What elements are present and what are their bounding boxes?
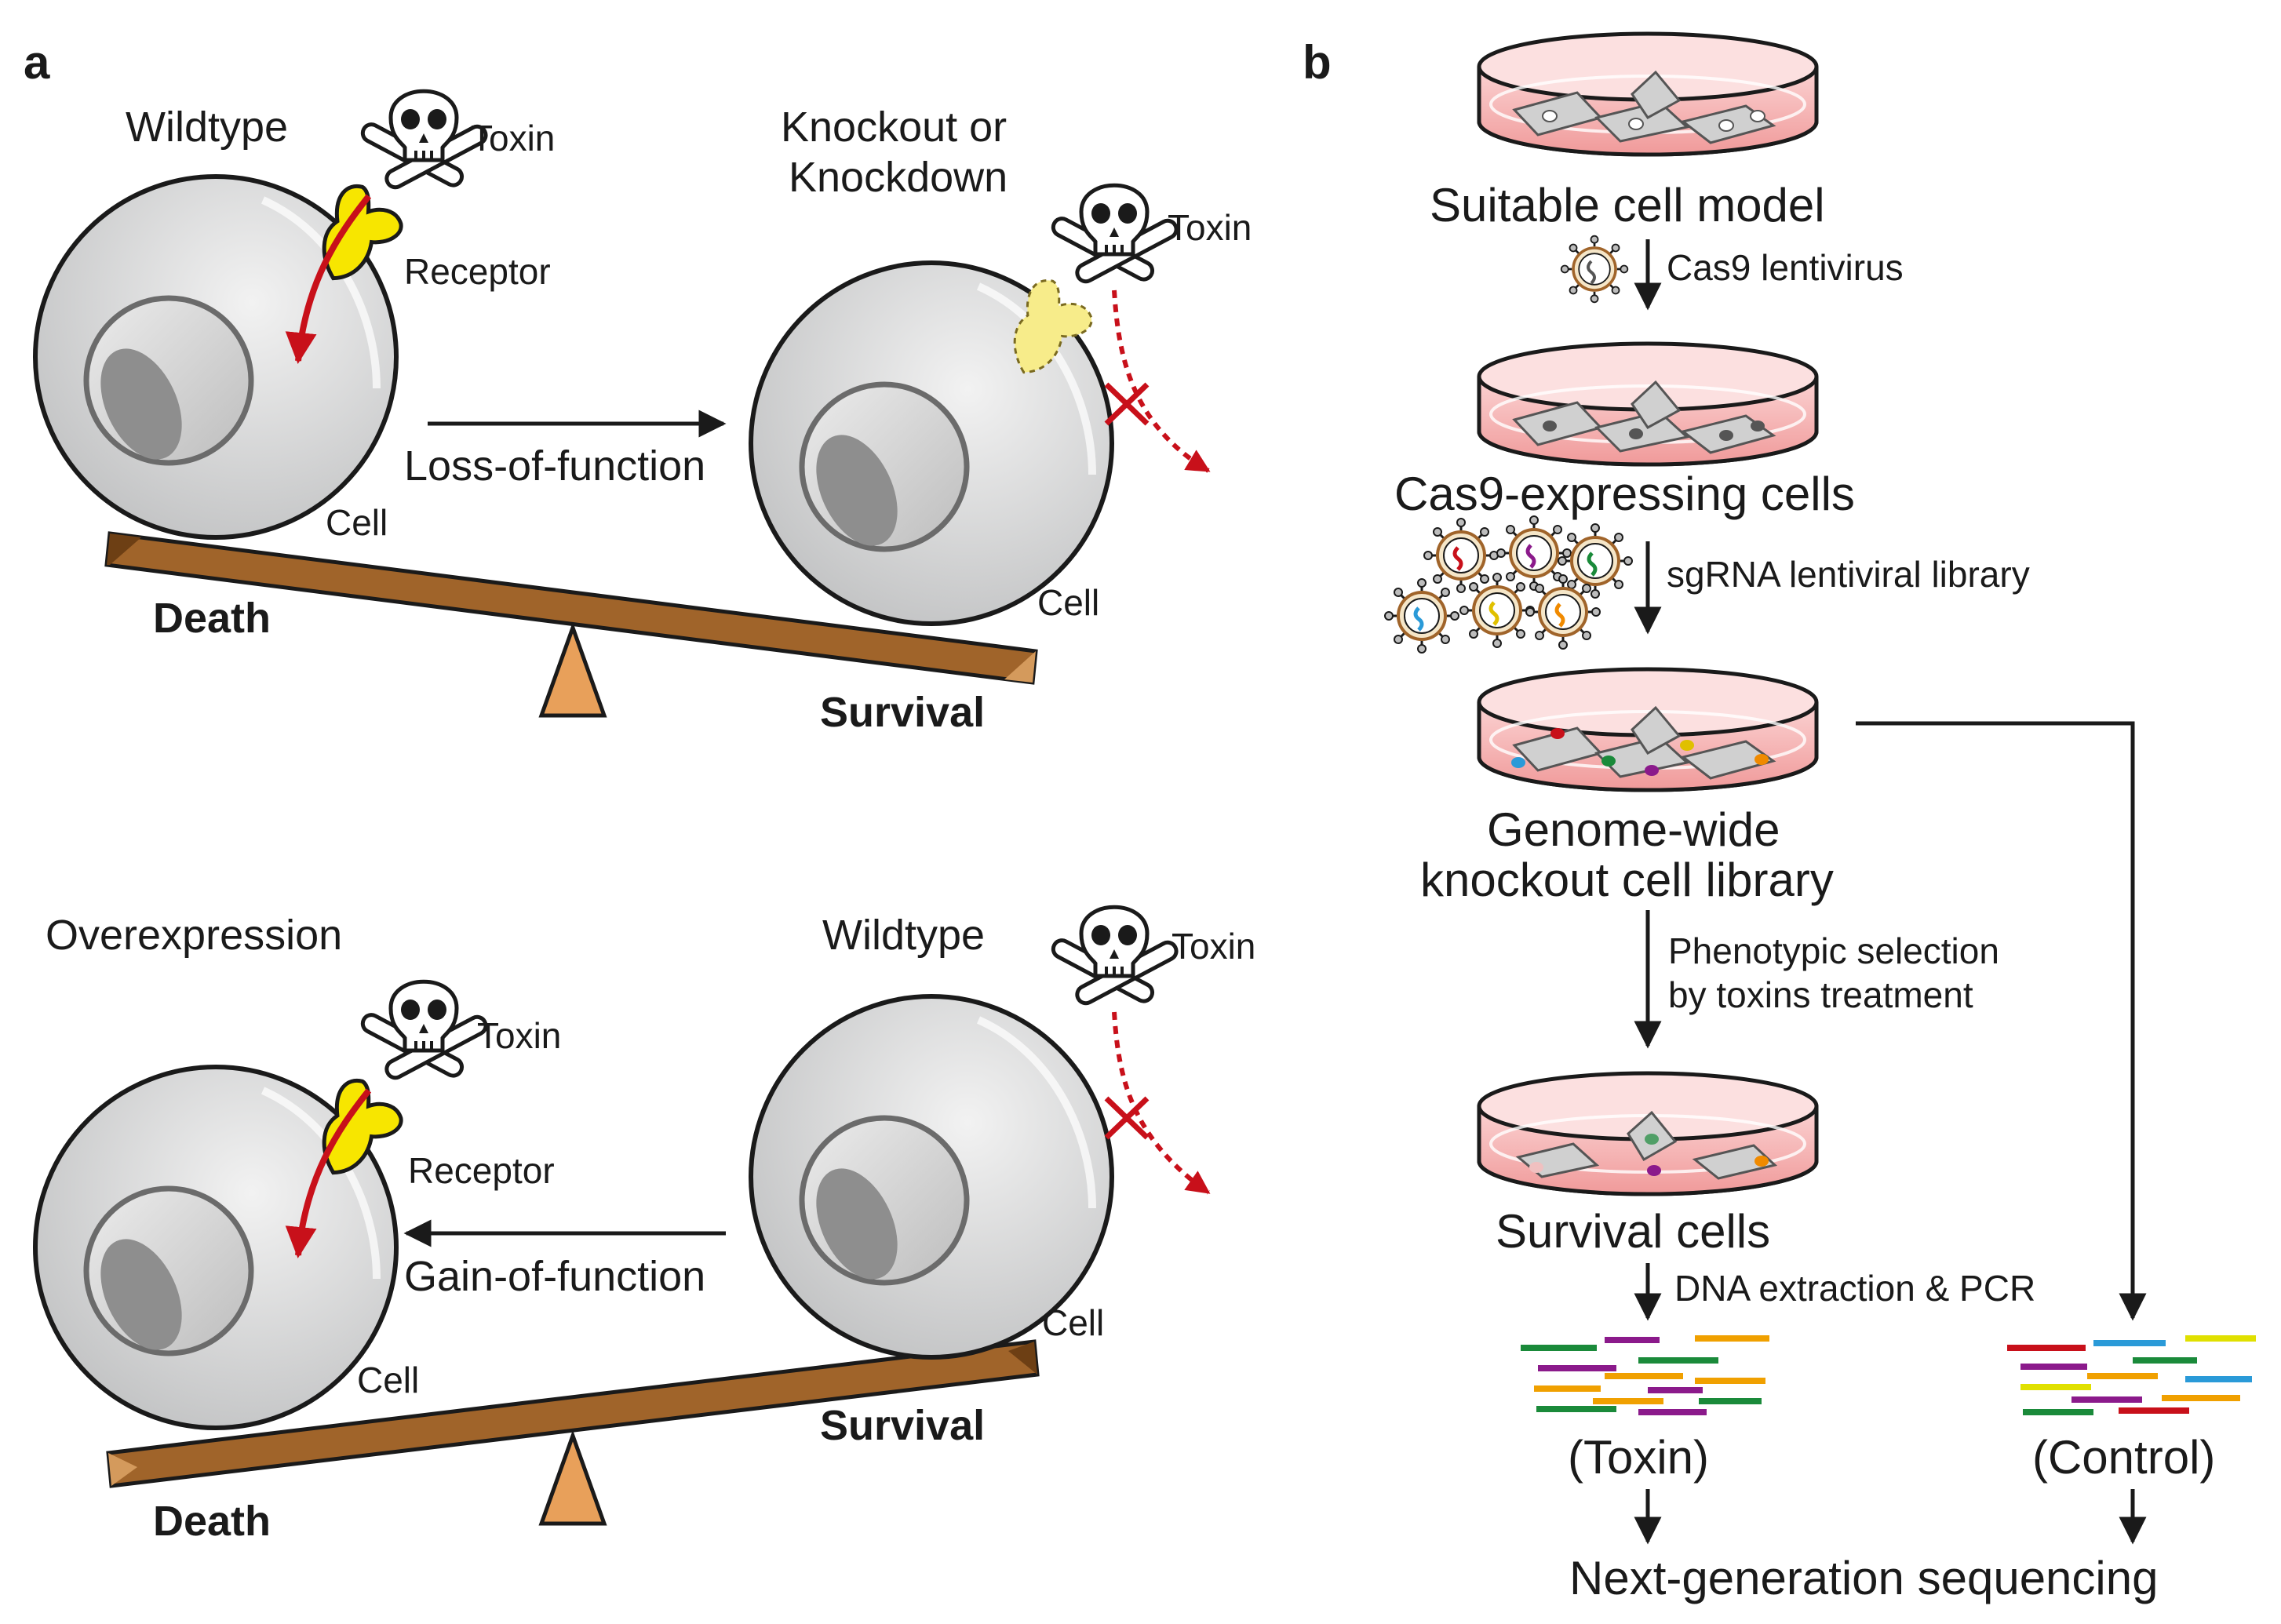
cas9-virus-icon: [1559, 234, 1630, 304]
reads-toxin-icon: [1521, 1335, 1769, 1415]
bottom-left-toxin-entry-arrow: [285, 1088, 372, 1258]
top-death-label: Death: [153, 595, 271, 642]
bottom-left-skull-icon: [359, 981, 488, 1080]
dish4-label: Survival cells: [1496, 1205, 1770, 1258]
panel-a-label: a: [24, 36, 50, 89]
step4-label: DNA extraction & PCR: [1674, 1268, 2035, 1309]
top-right-skull-icon: [1050, 185, 1179, 284]
reads-control-label: (Control): [2032, 1431, 2215, 1484]
bottom-left-cell-label: Cell: [357, 1360, 419, 1400]
bottom-right-blocked-arrow: [1112, 1011, 1211, 1195]
bottom-right-cell-label: Cell: [1042, 1302, 1104, 1343]
bottom-right-toxin-label: Toxin: [1171, 926, 1255, 967]
top-right-blocked-arrow: [1112, 289, 1211, 473]
ngs-label: Next-generation sequencing: [1569, 1552, 2159, 1604]
top-right-toxin-label: Toxin: [1168, 207, 1252, 248]
bottom-left-title: Overexpression: [46, 912, 342, 959]
top-left-skull-icon: [359, 91, 488, 190]
dish-survival-cells: [1479, 1073, 1816, 1194]
bottom-left-toxin-label: Toxin: [477, 1015, 561, 1056]
top-left-receptor-label: Receptor: [404, 251, 551, 292]
dish-suitable-cell-model: [1479, 34, 1816, 155]
top-left-toxin-entry-arrow: [285, 194, 372, 364]
gain-of-function-label: Gain-of-function: [404, 1253, 705, 1300]
loss-of-function-label: Loss-of-function: [404, 442, 705, 490]
bottom-survival-label: Survival: [820, 1402, 985, 1449]
control-branch-arrow: [1856, 721, 2147, 1321]
top-right-title-line2: Knockdown: [789, 154, 1008, 201]
top-survival-label: Survival: [820, 689, 985, 736]
panel-b-label: b: [1303, 36, 1332, 89]
dish3-label-line2: knockout cell library: [1420, 854, 1834, 906]
top-seesaw: [104, 531, 1038, 718]
step1-label: Cas9 lentivirus: [1667, 247, 1904, 288]
top-left-cell-label: Cell: [326, 502, 388, 543]
top-left-toxin-label: Toxin: [471, 118, 555, 158]
reads-toxin-label: (Toxin): [1568, 1431, 1709, 1484]
dish-cas9-expressing: [1479, 344, 1816, 464]
top-right-title-line1: Knockout or: [781, 104, 1007, 151]
step3-label-line1: Phenotypic selection: [1668, 930, 1999, 971]
dish2-label: Cas9-expressing cells: [1394, 468, 1855, 520]
top-left-title: Wildtype: [126, 104, 288, 151]
bottom-seesaw: [106, 1339, 1040, 1526]
dish-knockout-library: [1479, 669, 1816, 790]
sgrna-virus-library-icons: [1383, 515, 1634, 654]
bottom-right-block-cross-icon: [1104, 1096, 1150, 1140]
top-fulcrum: [538, 621, 607, 718]
dish1-label: Suitable cell model: [1430, 179, 1825, 231]
step2-label: sgRNA lentiviral library: [1667, 554, 2030, 595]
bottom-fulcrum: [538, 1429, 607, 1526]
cas9-virus-gene-icon: [1587, 260, 1596, 285]
step3-label-line2: by toxins treatment: [1668, 974, 1973, 1015]
bottom-right-title: Wildtype: [822, 912, 985, 959]
bottom-left-receptor-label: Receptor: [408, 1150, 555, 1191]
top-right-block-cross-icon: [1104, 382, 1150, 426]
bottom-death-label: Death: [153, 1498, 271, 1545]
bottom-right-skull-icon: [1050, 907, 1179, 1006]
reads-control-icon: [2007, 1335, 2256, 1415]
dish3-label-line1: Genome-wide: [1487, 803, 1780, 856]
top-right-cell-label: Cell: [1037, 582, 1099, 623]
